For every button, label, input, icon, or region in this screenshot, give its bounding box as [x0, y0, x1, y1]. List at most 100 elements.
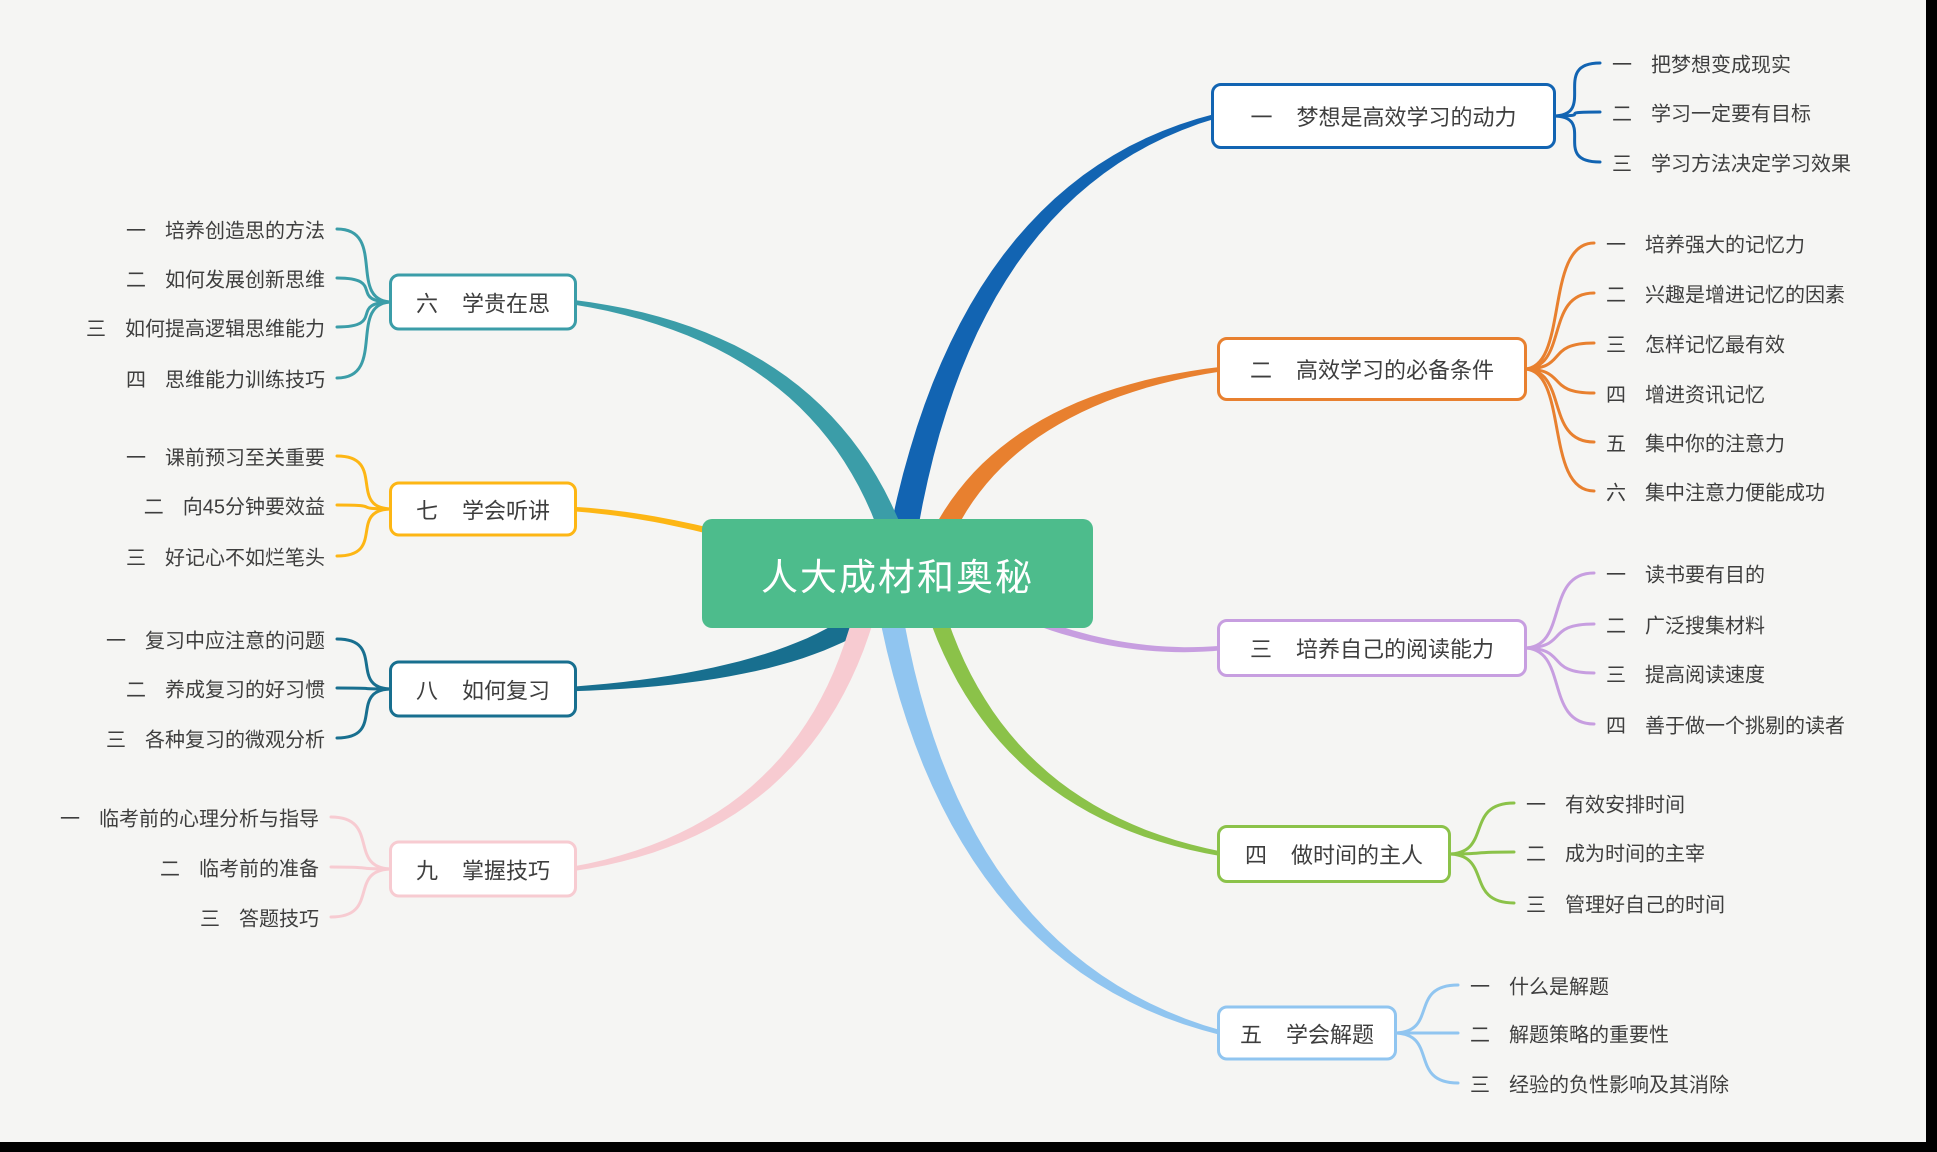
subtopic[interactable]: 二学习一定要有目标 — [1612, 98, 1811, 127]
subtopic-connector — [335, 637, 394, 691]
subtopic[interactable]: 一有效安排时间 — [1526, 789, 1685, 818]
branch-label: 做时间的主人 — [1291, 843, 1424, 868]
subtopic[interactable]: 六集中注意力便能成功 — [1606, 477, 1825, 506]
central-topic[interactable]: 人大成材和奥秘 — [702, 519, 1093, 628]
subtopic-connector — [335, 454, 394, 511]
letterbox-bottom — [0, 1142, 1937, 1152]
subtopic[interactable]: 五集中你的注意力 — [1606, 428, 1785, 457]
subtopic[interactable]: 三提高阅读速度 — [1606, 659, 1765, 688]
subtopic[interactable]: 三学习方法决定学习效果 — [1612, 148, 1851, 177]
subtopic-number: 三 — [1606, 664, 1626, 687]
subtopic-label: 有效安排时间 — [1565, 794, 1685, 817]
subtopic-label: 读书要有目的 — [1645, 564, 1765, 587]
branch-number: 一 — [1250, 105, 1273, 130]
subtopic[interactable]: 三管理好自己的时间 — [1526, 889, 1725, 918]
subtopic-number: 一 — [126, 220, 146, 243]
subtopic[interactable]: 二临考前的准备 — [160, 853, 319, 882]
subtopic[interactable]: 一复习中应注意的问题 — [106, 625, 325, 654]
subtopic-number: 三 — [86, 318, 106, 341]
branch-label: 学贵在思 — [462, 291, 551, 316]
branch-node-time-master[interactable]: 四做时间的主人 — [1217, 825, 1451, 883]
subtopic-number: 一 — [126, 447, 146, 470]
subtopic-connector — [1551, 110, 1602, 118]
subtopic-connector — [1522, 622, 1596, 650]
subtopic-number: 五 — [1606, 433, 1626, 456]
subtopic[interactable]: 二养成复习的好习惯 — [126, 674, 325, 703]
subtopic-label: 成为时间的主宰 — [1565, 843, 1705, 866]
subtopic[interactable]: 三经验的负性影响及其消除 — [1470, 1069, 1729, 1098]
subtopic[interactable]: 三好记心不如烂笔头 — [126, 542, 325, 571]
branch-connector — [921, 366, 1223, 562]
subtopic-connector — [1522, 367, 1596, 444]
subtopic-label: 课前预习至关重要 — [165, 447, 325, 470]
subtopic-connector — [335, 227, 394, 304]
subtopic-number: 一 — [1606, 234, 1626, 257]
subtopic-label: 什么是解题 — [1509, 976, 1609, 999]
subtopic-connector — [335, 507, 394, 558]
subtopic-number: 六 — [1606, 482, 1626, 505]
subtopic-number: 二 — [126, 269, 146, 292]
branch-number: 三 — [1249, 637, 1272, 662]
subtopic[interactable]: 一临考前的心理分析与指导 — [60, 803, 319, 832]
branch-connector — [571, 597, 879, 872]
subtopic-connector — [335, 300, 394, 329]
subtopic-label: 集中注意力便能成功 — [1645, 482, 1825, 505]
branch-label: 掌握技巧 — [462, 858, 551, 883]
subtopic-label: 思维能力训练技巧 — [165, 369, 325, 392]
branch-connector — [571, 581, 905, 692]
branch-node-problem-solving[interactable]: 五学会解题 — [1217, 1005, 1397, 1061]
subtopic-label: 善于做一个挑剔的读者 — [1645, 715, 1845, 738]
subtopic[interactable]: 三如何提高逻辑思维能力 — [86, 313, 325, 342]
branch-node-reading-ability[interactable]: 三培养自己的阅读能力 — [1217, 619, 1527, 677]
subtopic[interactable]: 二兴趣是增进记忆的因素 — [1606, 279, 1845, 308]
branch-node-exam-skills[interactable]: 九掌握技巧 — [389, 840, 577, 898]
subtopic[interactable]: 三各种复习的微观分析 — [106, 724, 325, 753]
subtopic-number: 四 — [1606, 384, 1626, 407]
branch-node-dream-power[interactable]: 一梦想是高效学习的动力 — [1211, 83, 1556, 149]
subtopic[interactable]: 三答题技巧 — [200, 903, 319, 932]
subtopic[interactable]: 一培养强大的记忆力 — [1606, 229, 1805, 258]
branch-number: 六 — [415, 291, 438, 316]
subtopic[interactable]: 一课前预习至关重要 — [126, 442, 325, 471]
branch-node-review[interactable]: 八如何复习 — [389, 660, 577, 718]
subtopic-connector — [1551, 61, 1602, 118]
subtopic-label: 临考前的准备 — [199, 858, 319, 881]
subtopic-connector — [1522, 646, 1596, 675]
subtopic-connector — [1522, 571, 1596, 650]
subtopic[interactable]: 一把梦想变成现实 — [1612, 49, 1791, 78]
branch-number: 九 — [415, 858, 438, 883]
subtopic-label: 广泛搜集材料 — [1645, 615, 1765, 638]
branch-node-listening[interactable]: 七学会听讲 — [389, 481, 577, 537]
subtopic[interactable]: 二向45分钟要效益 — [144, 491, 325, 520]
subtopic-connector — [1522, 367, 1596, 493]
subtopic-connector — [1522, 341, 1596, 371]
subtopic-connector — [1446, 850, 1516, 856]
branch-node-thinking[interactable]: 六学贵在思 — [389, 273, 577, 331]
subtopic[interactable]: 一培养创造思的方法 — [126, 215, 325, 244]
subtopic[interactable]: 四善于做一个挑剔的读者 — [1606, 710, 1845, 739]
subtopic-number: 二 — [1606, 284, 1626, 307]
subtopic-label: 复习中应注意的问题 — [145, 630, 325, 653]
subtopic[interactable]: 一读书要有目的 — [1606, 559, 1765, 588]
subtopic[interactable]: 二广泛搜集材料 — [1606, 610, 1765, 639]
subtopic-label: 养成复习的好习惯 — [165, 679, 325, 702]
subtopic[interactable]: 二如何发展创新思维 — [126, 264, 325, 293]
subtopic-number: 二 — [1526, 843, 1546, 866]
subtopic-connector — [329, 865, 394, 871]
subtopic-label: 管理好自己的时间 — [1565, 894, 1725, 917]
subtopic[interactable]: 三怎样记忆最有效 — [1606, 329, 1785, 358]
subtopic[interactable]: 二成为时间的主宰 — [1526, 838, 1705, 867]
branch-connector — [958, 581, 1223, 653]
subtopic-label: 把梦想变成现实 — [1651, 54, 1791, 77]
subtopic[interactable]: 一什么是解题 — [1470, 971, 1609, 1000]
branch-node-learning-conditions[interactable]: 二高效学习的必备条件 — [1217, 337, 1527, 401]
subtopic-connector — [1446, 852, 1516, 905]
subtopic-label: 向45分钟要效益 — [182, 496, 325, 519]
subtopic-number: 二 — [143, 496, 164, 519]
subtopic[interactable]: 四思维能力训练技巧 — [126, 364, 325, 393]
subtopic-connector — [1551, 114, 1602, 164]
subtopic-label: 解题策略的重要性 — [1509, 1024, 1669, 1047]
subtopic-label: 增进资讯记忆 — [1645, 384, 1765, 407]
subtopic[interactable]: 四增进资讯记忆 — [1606, 379, 1765, 408]
subtopic[interactable]: 二解题策略的重要性 — [1470, 1019, 1669, 1048]
